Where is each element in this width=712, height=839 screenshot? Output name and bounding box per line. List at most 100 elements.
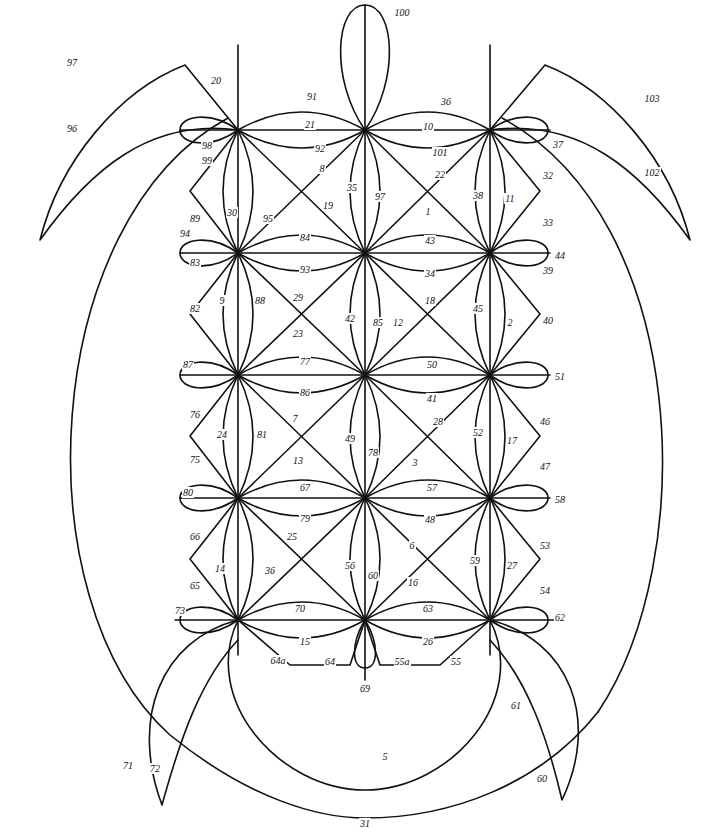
path-number: 87 [182, 359, 194, 370]
path-number: 12 [392, 317, 404, 328]
path-number: 50 [426, 359, 438, 370]
path-number: 6 [409, 540, 416, 551]
path-number: 77 [299, 356, 311, 367]
path-number: 89 [189, 213, 201, 224]
path-number: 21 [304, 119, 316, 130]
path-number: 73 [174, 605, 186, 616]
path-number: 75 [189, 454, 201, 465]
path-number: 63 [422, 603, 434, 614]
path-number: 47 [539, 461, 551, 472]
path-number: 71 [122, 760, 134, 771]
path-number: 3 [412, 457, 419, 468]
flipper [490, 620, 578, 800]
path-number: 23 [292, 328, 304, 339]
path-number: 43 [424, 235, 436, 246]
path-number: 85 [372, 317, 384, 328]
path-number: 98 [201, 140, 213, 151]
path-number: 62 [554, 612, 566, 623]
path-number: 53 [539, 540, 551, 551]
path-number: 55a [394, 656, 411, 667]
path-number: 102 [644, 167, 661, 178]
flipper [149, 620, 238, 805]
path-number: 9 [219, 295, 226, 306]
diagonals [238, 130, 490, 620]
path-number: 93 [299, 264, 311, 275]
path-number: 39 [542, 265, 554, 276]
path-number: 27 [506, 560, 518, 571]
path-number: 69 [359, 683, 371, 694]
path-number: 54 [539, 585, 551, 596]
path-number: 51 [554, 371, 566, 382]
path-number: 35 [346, 182, 358, 193]
side-loop [180, 362, 548, 388]
path-number: 103 [644, 93, 661, 104]
path-number: 25 [286, 531, 298, 542]
path-number: 36 [440, 96, 452, 107]
path-number: 29 [292, 292, 304, 303]
path-number: 58 [554, 494, 566, 505]
path-number: 79 [299, 513, 311, 524]
path-number: 88 [254, 295, 266, 306]
path-number: 86 [299, 387, 311, 398]
path-number: 1 [425, 206, 432, 217]
path-number: 11 [504, 193, 515, 204]
path-number: 5 [382, 751, 389, 762]
side-zigzag [190, 130, 238, 620]
path-number: 76 [189, 409, 201, 420]
path-number: 99 [201, 155, 213, 166]
path-number: 48 [424, 514, 436, 525]
path-number: 100 [394, 7, 411, 18]
path-number: 18 [424, 295, 436, 306]
path-number: 42 [344, 313, 356, 324]
side-loop [180, 117, 548, 143]
path-number: 30 [226, 207, 238, 218]
flipper [490, 65, 690, 240]
path-number: 91 [306, 91, 318, 102]
path-number: 33 [542, 217, 554, 228]
path-number: 46 [539, 416, 551, 427]
side-zigzag [490, 130, 540, 620]
path-number: 66 [189, 531, 201, 542]
path-number: 84 [299, 232, 311, 243]
path-number: 95 [262, 213, 274, 224]
path-number: 78 [367, 447, 379, 458]
path-number: 97 [66, 57, 78, 68]
path-number: 20 [210, 75, 222, 86]
path-number: 57 [426, 482, 438, 493]
path-number: 56 [344, 560, 356, 571]
path-number: 7 [292, 413, 299, 424]
path-number: 34 [424, 268, 436, 279]
path-number: 31 [359, 818, 371, 829]
path-number: 82 [189, 303, 201, 314]
path-number: 45 [472, 303, 484, 314]
path-number: 59 [469, 555, 481, 566]
path-number: 40 [542, 315, 554, 326]
shell-outline [71, 118, 598, 818]
path-number: 72 [149, 763, 161, 774]
path-number: 15 [299, 636, 311, 647]
path-number: 60 [536, 773, 548, 784]
path-number: 37 [552, 139, 564, 150]
path-number: 97 [374, 191, 386, 202]
path-number: 44 [554, 250, 566, 261]
path-number: 2 [507, 317, 514, 328]
side-loop [180, 607, 548, 633]
path-number: 92 [314, 143, 326, 154]
grid-line [237, 45, 239, 655]
path-number: 67 [299, 482, 311, 493]
path-number: 10 [422, 121, 434, 132]
path-number: 16 [407, 577, 419, 588]
path-number: 28 [432, 416, 444, 427]
path-number: 101 [432, 147, 449, 158]
side-loop [180, 240, 548, 266]
path-number: 64a [270, 655, 287, 666]
path-number: 94 [179, 228, 191, 239]
path-number: 96 [66, 123, 78, 134]
path-number: 64 [324, 656, 336, 667]
path-number: 70 [294, 603, 306, 614]
path-number: 41 [426, 393, 438, 404]
path-number: 83 [189, 257, 201, 268]
path-number: 24 [216, 429, 228, 440]
